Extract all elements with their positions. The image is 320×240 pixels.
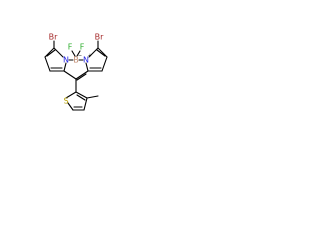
fluorine-label-right: F [80, 43, 85, 52]
bond [63, 70, 77, 80]
bond [83, 97, 88, 111]
bond [71, 50, 76, 57]
bond [63, 62, 67, 72]
bond-lines [44, 40, 108, 111]
bond [44, 56, 51, 72]
bromine-label-right: Br [95, 33, 104, 42]
bond [75, 91, 88, 99]
bond [76, 50, 81, 57]
bond [97, 47, 108, 58]
bond [76, 94, 86, 101]
bond [86, 95, 99, 99]
bond [76, 73, 87, 81]
bodipy-structure-diagram: Br Br F F B − N N + S [44, 33, 108, 111]
bond [101, 56, 108, 72]
bond [88, 47, 99, 58]
boron-negative-charge: − [78, 53, 82, 59]
boron-label: B [73, 56, 79, 65]
nitrogen-positive-charge: + [88, 53, 92, 59]
nitrogen-label-right: N [83, 56, 89, 65]
bond [96, 49, 106, 57]
bond [75, 70, 89, 80]
bond [44, 47, 55, 58]
fluorine-label-left: F [68, 43, 73, 52]
nitrogen-label-left: N [63, 56, 69, 65]
atom-labels: Br Br F F B − N N + S [49, 33, 104, 106]
bond [46, 49, 56, 57]
sulfur-label: S [63, 97, 68, 106]
bond [85, 62, 89, 72]
bond [53, 47, 64, 58]
bromine-label-left: Br [49, 33, 58, 42]
bond [65, 91, 77, 99]
bond [67, 102, 74, 111]
